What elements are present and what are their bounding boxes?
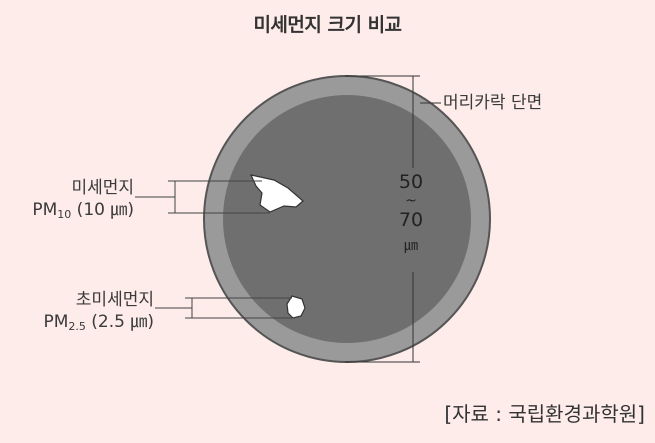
pm10-bracket — [135, 180, 270, 214]
diameter-measure: 50 ~ 70 ㎛ — [388, 170, 434, 258]
pm25-prefix: PM — [43, 312, 69, 332]
diameter-separator: ~ — [405, 193, 417, 209]
pm10-size: (10 ㎛) — [71, 200, 134, 220]
pm25-bracket — [155, 297, 292, 319]
pm10-name: 미세먼지 — [71, 178, 134, 198]
pm25-particle — [286, 295, 306, 319]
diameter-measure-line — [345, 75, 420, 363]
source-credit: [자료 : 국립환경과학원] — [444, 402, 645, 426]
diameter-from: 50 — [398, 171, 424, 193]
diameter-to: 70 — [398, 209, 424, 231]
pm10-particle — [249, 174, 304, 213]
pm10-prefix: PM — [32, 200, 58, 220]
pm10-size-label: PM10 (10 ㎛) — [14, 199, 134, 226]
pm25-name: 초미세먼지 — [75, 290, 154, 310]
pm25-size-label: PM2.5 (2.5 ㎛) — [14, 311, 154, 338]
diagram-title: 미세먼지 크기 비교 — [253, 14, 402, 36]
hair-inner-core — [223, 95, 471, 343]
hair-section-label: 머리카락 단면 — [443, 93, 543, 113]
pm10-subscript: 10 — [57, 208, 72, 221]
pm25-size: (2.5 ㎛) — [85, 312, 154, 332]
diameter-unit: ㎛ — [404, 238, 418, 254]
pm25-subscript: 2.5 — [68, 320, 86, 333]
pm25-label: 초미세먼지 PM2.5 (2.5 ㎛) — [14, 289, 154, 338]
pm10-label: 미세먼지 PM10 (10 ㎛) — [14, 177, 134, 226]
